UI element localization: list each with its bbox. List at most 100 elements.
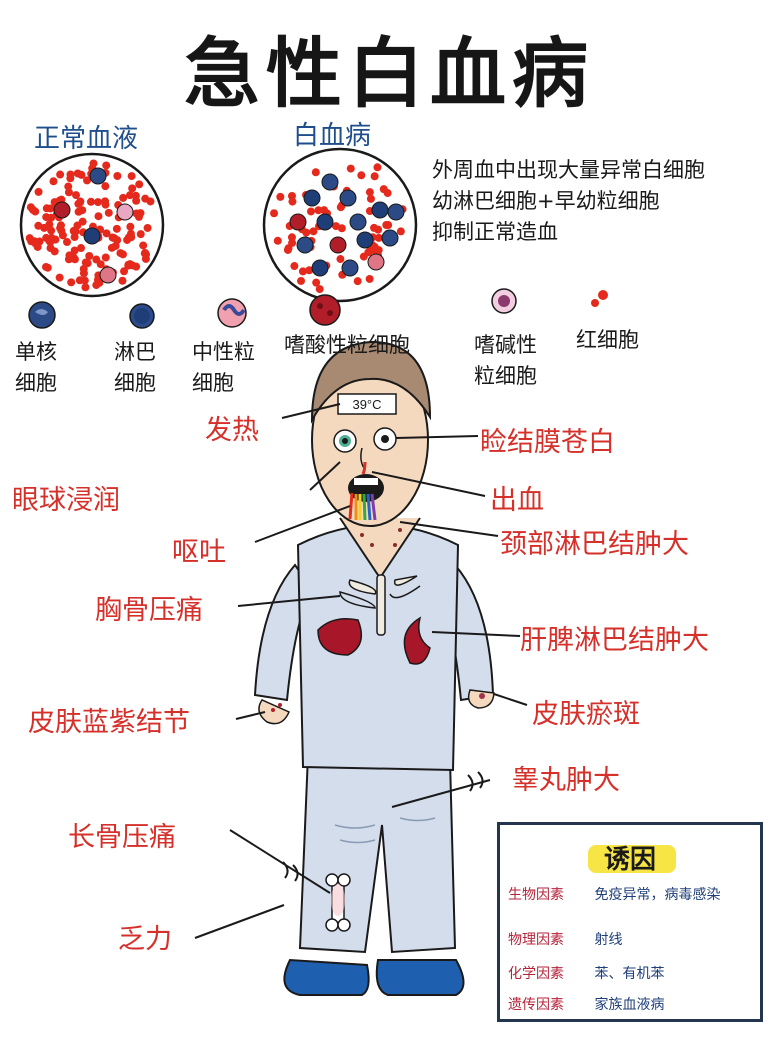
white-blood-cell-dot [83,227,101,245]
red-blood-cell-dot [42,213,51,222]
left-shoe [283,958,370,996]
white-blood-cell-dot [321,173,339,191]
red-blood-cell-dot [365,274,374,283]
red-blood-cell-dot [56,170,65,179]
title-highlight [588,845,676,873]
cause-category: 物理因素 [508,932,564,948]
pointer-lines [194,403,528,939]
right-hand [467,689,495,709]
red-blood-cell-dot [118,276,127,285]
red-blood-cell-dot [136,209,145,218]
red-blood-cell-dot [42,233,51,242]
cause-value: 射线 [594,932,623,948]
red-blood-cell-dot [136,230,145,239]
red-blood-cell-dot [396,227,405,236]
basophil-label: 嗜碱性 粒细胞 [474,333,537,388]
red-blood-cell-dot [116,249,125,258]
red-blood-cell-dot [125,191,134,200]
left-hand [258,699,290,725]
red-blood-cell-dot [128,184,137,193]
red-blood-cell-dot [76,197,85,206]
symptom-cervical-lymph: 颈部淋巴结肿大 [500,529,689,560]
red-blood-cell-dot [93,198,102,207]
symptom-sternal-pain: 胸骨压痛 [95,595,203,626]
red-blood-cell-dot [104,208,113,217]
spleen-icon [403,616,431,665]
symptom-skin-nodules: 皮肤蓝紫结节 [28,707,190,738]
red-blood-cell-dot [370,223,379,232]
red-blood-cell-dot [89,159,98,168]
red-blood-cell-dot [382,221,391,230]
red-blood-cell-dot [359,252,368,261]
causes-title: 诱因 [603,845,656,875]
red-blood-cell-dot [298,267,307,276]
red-blood-cell-dot [70,246,79,255]
red-blood-cell-dot [56,224,65,233]
white-blood-cell-dot [341,259,359,277]
hair [310,340,432,424]
white-blood-cell-dot [356,231,374,249]
white-blood-cell-dot [296,236,314,254]
red-blood-cell-dot [34,187,43,196]
red-blood-cell-dot [288,238,297,247]
description-line: 幼淋巴细胞+早幼粒细胞 [432,189,660,213]
red-blood-cell-dot [311,168,320,177]
basophil-icon [491,288,517,314]
white-blood-cell-dot [311,259,329,277]
red-blood-cell-dot [309,227,318,236]
red-blood-cell-dot [373,163,382,172]
bone-icon [325,873,351,932]
cause-row: 化学因素 苯、有机苯 [508,963,664,983]
white-blood-cell-dot [349,213,367,231]
neutrophil-label: 中性粒 细胞 [192,340,255,395]
white-blood-cell-dot [339,189,357,207]
symptom-skin-petechiae: 皮肤瘀斑 [532,699,640,730]
red-blood-cell-dot [67,278,76,287]
red-blood-cell-dot [120,267,129,276]
red-blood-cell-dot [126,229,135,238]
leukemia-blood-cells [270,163,407,294]
red-blood-cell-dot [47,226,56,235]
red-blood-cell-dot [353,277,362,286]
red-blood-cell-dot [139,241,148,250]
symptom-bleeding: 出血 [490,485,544,516]
white-blood-cell-dot [99,266,117,284]
red-blood-cell-dot [63,238,72,247]
red-blood-cell-dot [297,276,306,285]
leukemia-label: 白血病 [293,121,372,151]
cause-value: 免疫异常，病毒感染 [594,887,721,903]
red-blood-cell-dot [81,258,90,267]
cause-category: 遗传因素 [508,997,564,1013]
red-blood-cell-dot [102,161,111,170]
white-blood-cell-dot [303,189,321,207]
red-blood-cell-dot [270,209,279,218]
cause-row: 生物因素 免疫异常，病毒感染 [508,884,720,904]
eosinophil-label: 嗜酸性粒细胞 [284,333,410,357]
red-blood-cell-dot [55,273,64,282]
red-blood-cell-dot [283,245,292,254]
red-blood-cell-dot [370,172,379,181]
red-blood-cell-dot [66,170,75,179]
red-blood-cell-dot [101,197,110,206]
white-blood-cell-dot [289,213,307,231]
liver-icon [317,618,363,656]
description-line: 外周血中出现大量异常白细胞 [432,158,705,182]
red-blood-cell-dot [72,191,81,200]
symptom-eye-infiltration: 眼球浸润 [12,485,120,516]
red-blood-cell-dot [76,244,85,253]
cause-value: 苯、有机苯 [594,966,665,982]
red-blood-cell-dot [287,233,296,242]
red-blood-cell-dot [366,194,375,203]
red-blood-cell-dot [108,233,117,242]
red-blood-cell-dot [102,229,111,238]
causes-box: 诱因 生物因素 免疫异常，病毒感染 物理因素 射线 化学因素 苯、有机苯 遗传因… [497,822,763,1022]
white-blood-cell-dot [53,201,71,219]
red-blood-cell-dot [302,228,311,237]
red-blood-cell-dot [26,203,35,212]
red-blood-cell-dot [113,172,122,181]
red-blood-cell-dot [79,269,88,278]
description-line: 抑制正常造血 [432,220,558,244]
red-blood-cell-dot [346,164,355,173]
white-blood-cell-dot [89,167,107,185]
